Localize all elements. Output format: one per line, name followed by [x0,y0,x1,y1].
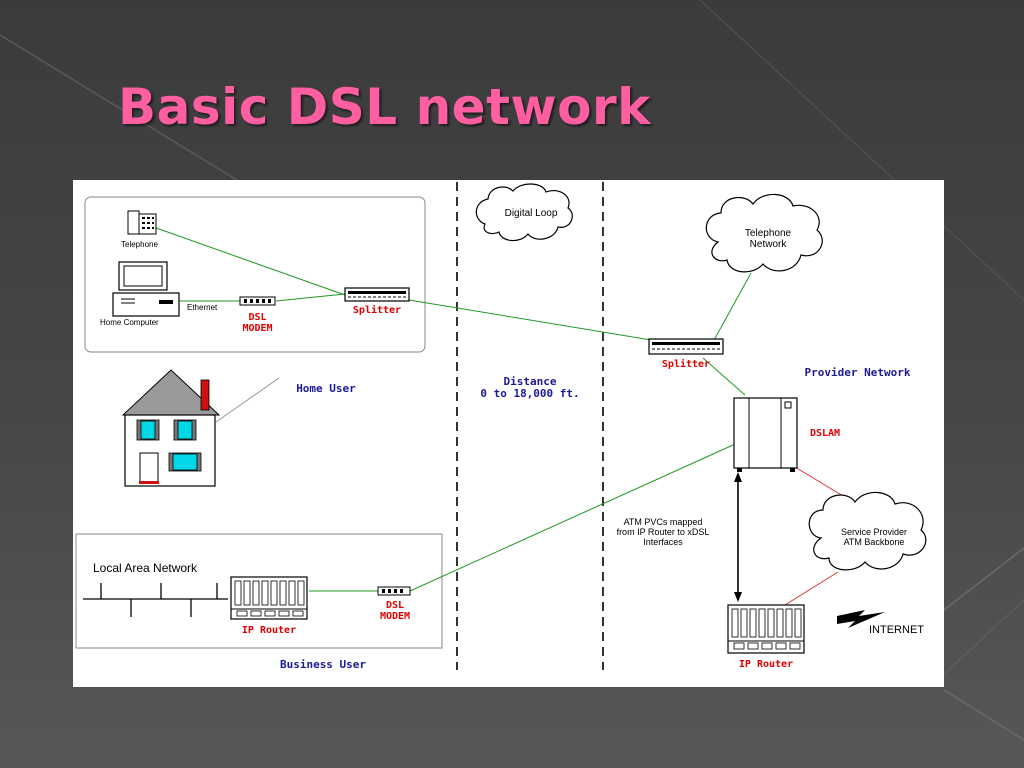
label-distance-line1: Distance [503,375,557,388]
label-atm-pvcs-line1: ATM PVCs mapped [623,517,703,527]
label-sp-backbone: Service Provider ATM Backbone [824,527,924,548]
label-sp-backbone-line1: Service Provider [840,527,908,537]
diagram-graphics [75,182,927,670]
dslam-icon [733,397,798,472]
label-home-user: Home User [296,382,356,395]
router-icon [230,576,308,620]
link-dslam-business-modem [409,444,734,592]
double-arrow [734,472,742,602]
label-dsl-modem-home-line1: DSL [248,312,267,323]
label-ip-router-provider: IP Router [738,659,794,670]
lightning-icon [837,610,885,628]
label-ethernet: Ethernet [187,303,218,312]
label-distance-line2: 0 to 18,000 ft. [480,387,580,401]
label-business-user: Business User [279,658,367,671]
cloud-icon [705,193,823,273]
link-router-backbone [784,571,839,606]
splitter-icon [344,287,410,302]
splitter-icon [648,338,724,355]
link-house-box [215,377,280,423]
label-dsl-modem-home: DSL MODEM [225,312,290,334]
label-telephone-network: Telephone Network [728,228,808,250]
computer-icon [112,261,180,317]
label-home-computer: Home Computer [100,318,159,327]
label-telephone-network-line1: Telephone [744,228,792,239]
label-distance: Distance 0 to 18,000 ft. [467,375,593,401]
label-telephone-network-line2: Network [749,239,787,250]
label-digital-loop: Digital Loop [504,208,558,219]
cloud-icon [808,491,927,571]
link-splitter-dslam [702,357,746,396]
label-dsl-modem-business-line1: DSL [385,600,405,611]
modem-icon [377,586,411,596]
label-dsl-modem-business: DSL MODEM [362,600,428,622]
label-ip-router-business: IP Router [241,625,297,636]
modem-icon [239,296,276,306]
link-splitter-splitter [408,299,652,341]
telephone-icon [127,210,157,235]
label-dsl-modem-home-line2: MODEM [242,323,273,334]
label-dsl-modem-business-line2: MODEM [379,611,411,622]
link-phone-splitter [144,223,346,296]
link-modem-splitter [275,293,346,302]
label-atm-pvcs: ATM PVCs mapped from IP Router to xDSL I… [598,517,728,548]
label-local-area-network: Local Area Network [93,561,198,575]
dsl-network-diagram: Telephone Home Computer Ethernet DSL MOD… [73,180,944,687]
label-telephone: Telephone [121,240,158,249]
lan-bus [83,583,228,617]
label-splitter-provider: Splitter [661,359,711,370]
label-atm-pvcs-line2: from IP Router to xDSL [616,526,710,537]
label-sp-backbone-line2: ATM Backbone [843,536,905,547]
router-icon [727,604,805,654]
link-splitter-telnet [712,272,752,343]
slide-title: Basic DSL network [118,78,651,136]
label-splitter-home: Splitter [352,305,402,316]
cloud-icon [475,183,573,242]
label-dslam: DSLAM [809,428,841,439]
label-atm-pvcs-line3: Interfaces [643,536,683,547]
label-internet: INTERNET [869,624,924,636]
house-icon [121,369,221,487]
label-provider-network: Provider Network [804,366,911,379]
